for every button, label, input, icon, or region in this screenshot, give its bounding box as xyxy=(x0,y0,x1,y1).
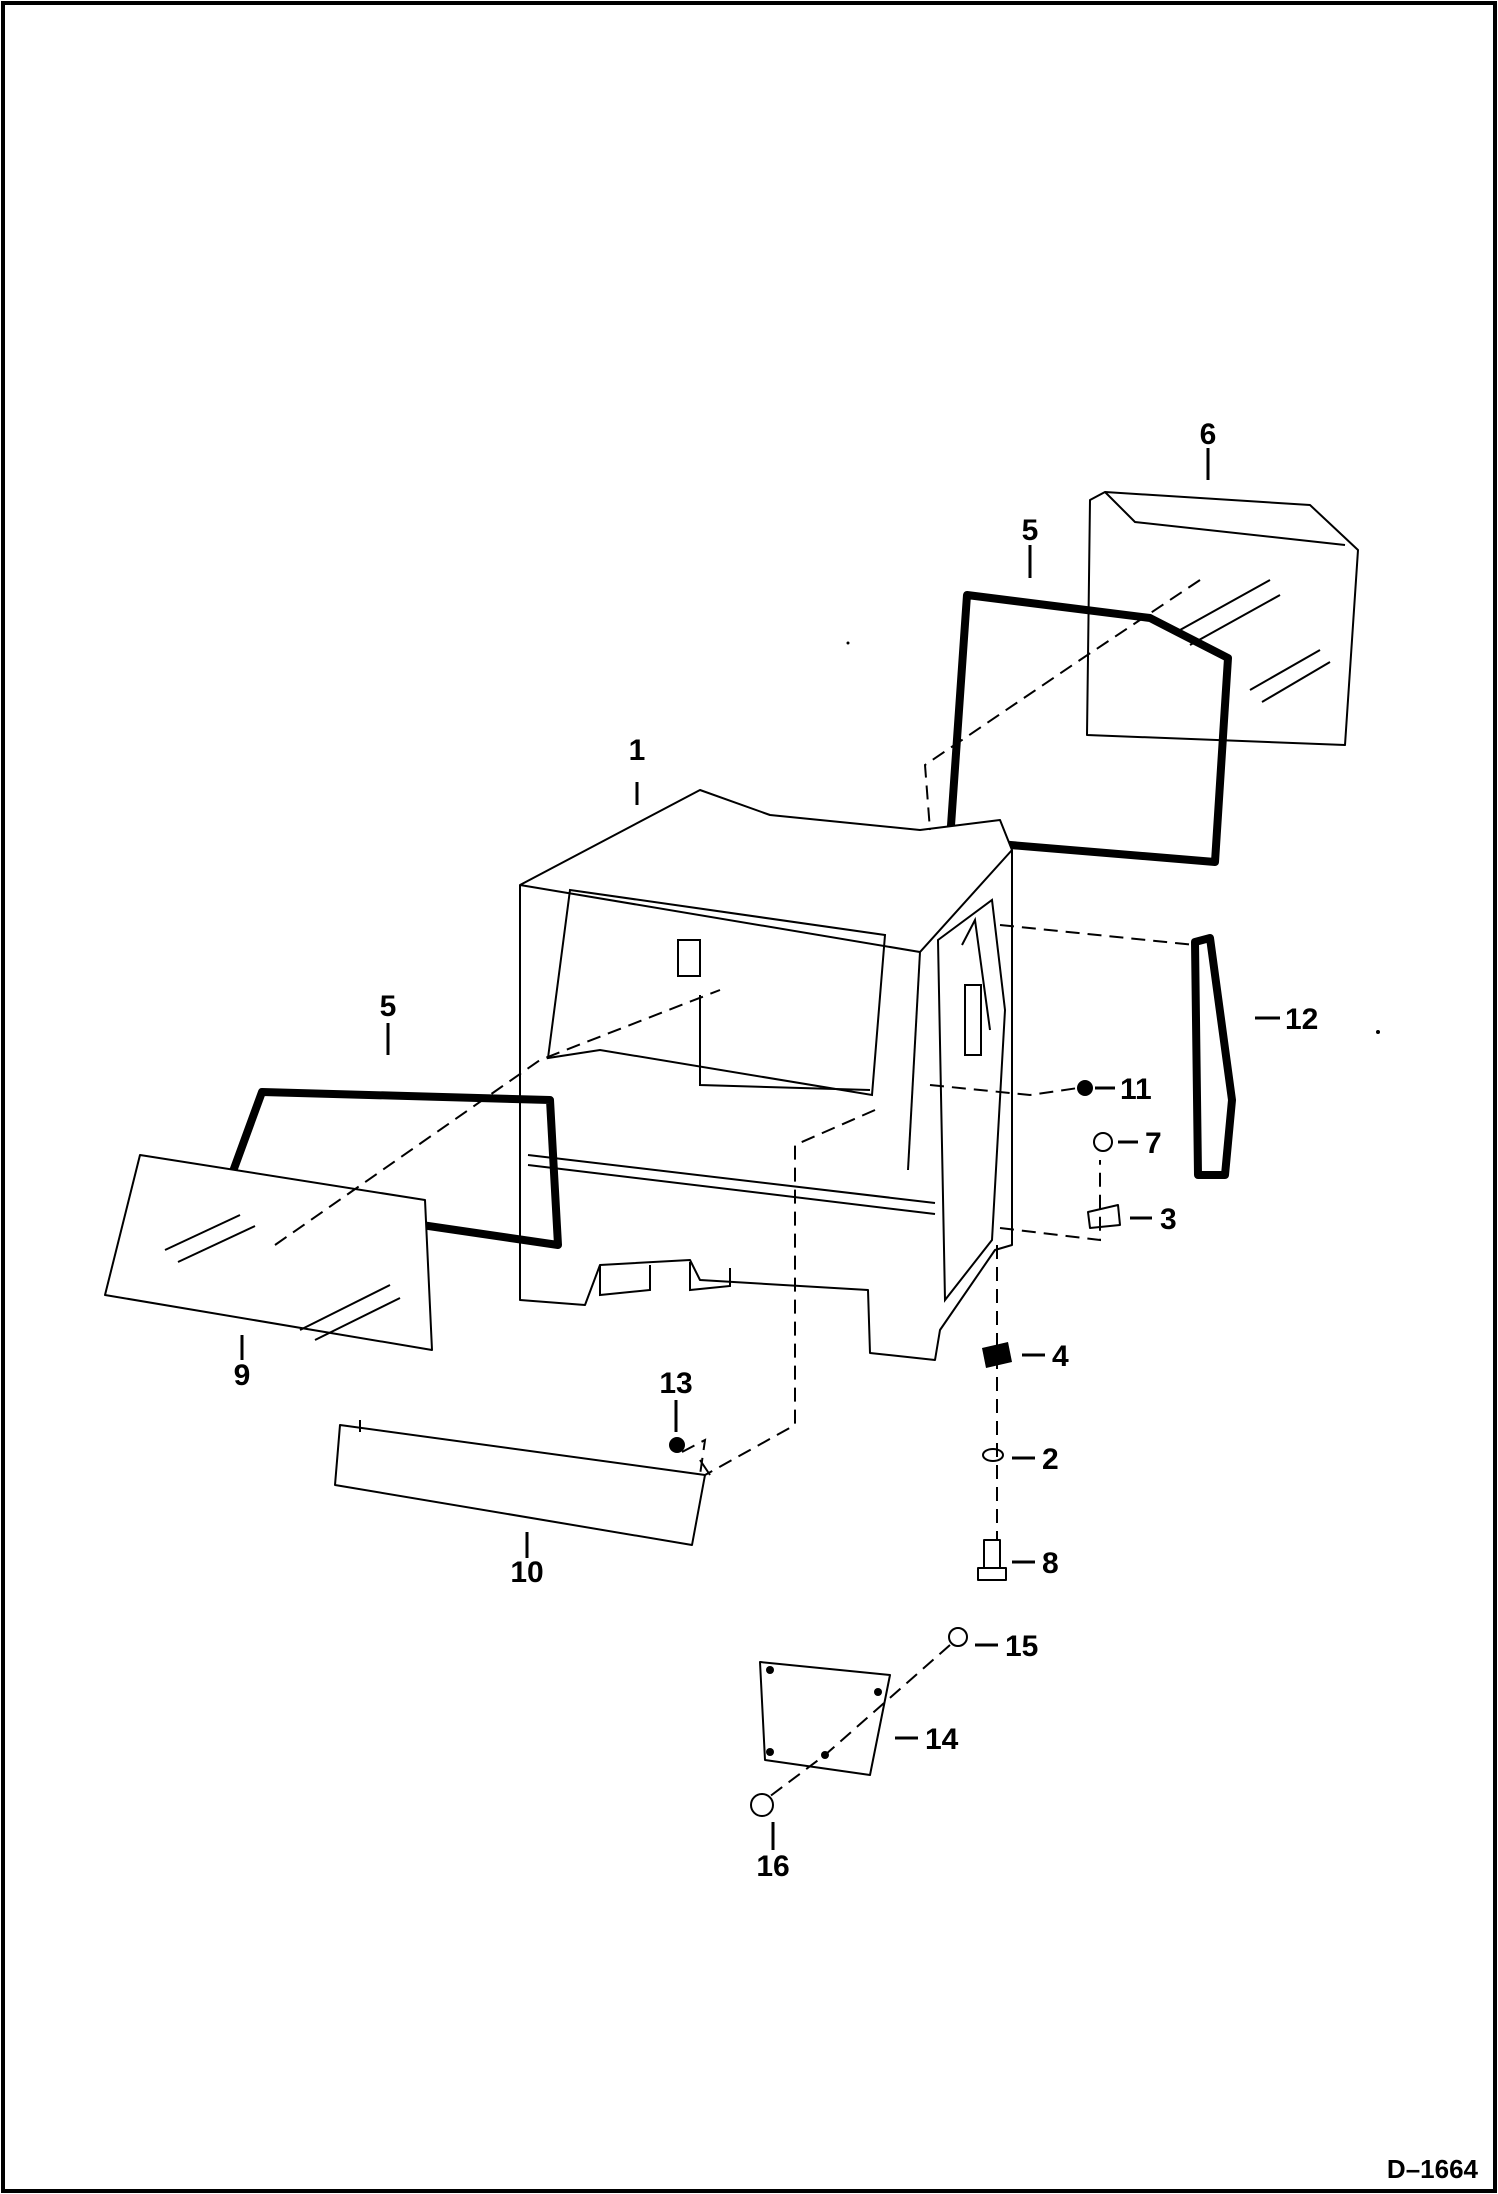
part-14-plate xyxy=(759,1661,891,1776)
front-window-seal xyxy=(220,1088,562,1249)
callout-16: 16 xyxy=(756,1850,789,1883)
door-seal xyxy=(1191,934,1236,1179)
callout-8: 8 xyxy=(1042,1547,1059,1580)
callout-4: 4 xyxy=(1052,1340,1069,1373)
callout-2: 2 xyxy=(1042,1443,1059,1476)
part-3-bracket xyxy=(1087,1204,1121,1229)
part-13-fastener xyxy=(669,1437,685,1453)
assembly-line-rear-window xyxy=(923,579,1201,831)
assembly-line-3 xyxy=(999,1160,1101,1242)
assembly-line-door-seal xyxy=(999,924,1196,946)
stray-dot xyxy=(1376,1030,1380,1034)
lower-panel xyxy=(334,1420,711,1546)
assembly-line-10 xyxy=(704,1109,876,1476)
assembly-line-14 xyxy=(764,1644,951,1801)
stray-dot xyxy=(846,641,850,645)
callout-5-front: 5 xyxy=(380,990,397,1023)
part-2-washer xyxy=(982,1448,1004,1462)
callout-9: 9 xyxy=(234,1359,251,1392)
callout-13: 13 xyxy=(659,1367,692,1400)
assembly-line-13 xyxy=(681,1438,707,1476)
callout-14: 14 xyxy=(925,1723,959,1756)
part-7-fastener xyxy=(1093,1132,1113,1152)
callout-12: 12 xyxy=(1285,1003,1318,1036)
rear-window-seal xyxy=(946,591,1232,866)
part-16-fastener xyxy=(750,1793,774,1817)
rear-window-glass xyxy=(1086,491,1359,746)
cab-body xyxy=(519,789,1013,1361)
callout-3: 3 xyxy=(1160,1203,1177,1236)
part-15-fastener xyxy=(948,1627,968,1647)
callout-10: 10 xyxy=(510,1556,543,1589)
callout-7: 7 xyxy=(1145,1127,1162,1160)
callout-1: 1 xyxy=(629,734,646,767)
front-window-glass xyxy=(104,1154,433,1351)
part-11-fastener xyxy=(1077,1080,1093,1096)
assembly-line-11 xyxy=(929,1084,1079,1097)
part-8-bolt xyxy=(977,1539,1007,1581)
callout-11: 11 xyxy=(1120,1073,1152,1106)
callout-6: 6 xyxy=(1200,418,1217,451)
callout-5-rear: 5 xyxy=(1022,514,1039,547)
callout-15: 15 xyxy=(1005,1630,1038,1663)
document-id: D–1664 xyxy=(1387,2154,1479,2184)
assembly-line-front-window xyxy=(274,989,721,1246)
